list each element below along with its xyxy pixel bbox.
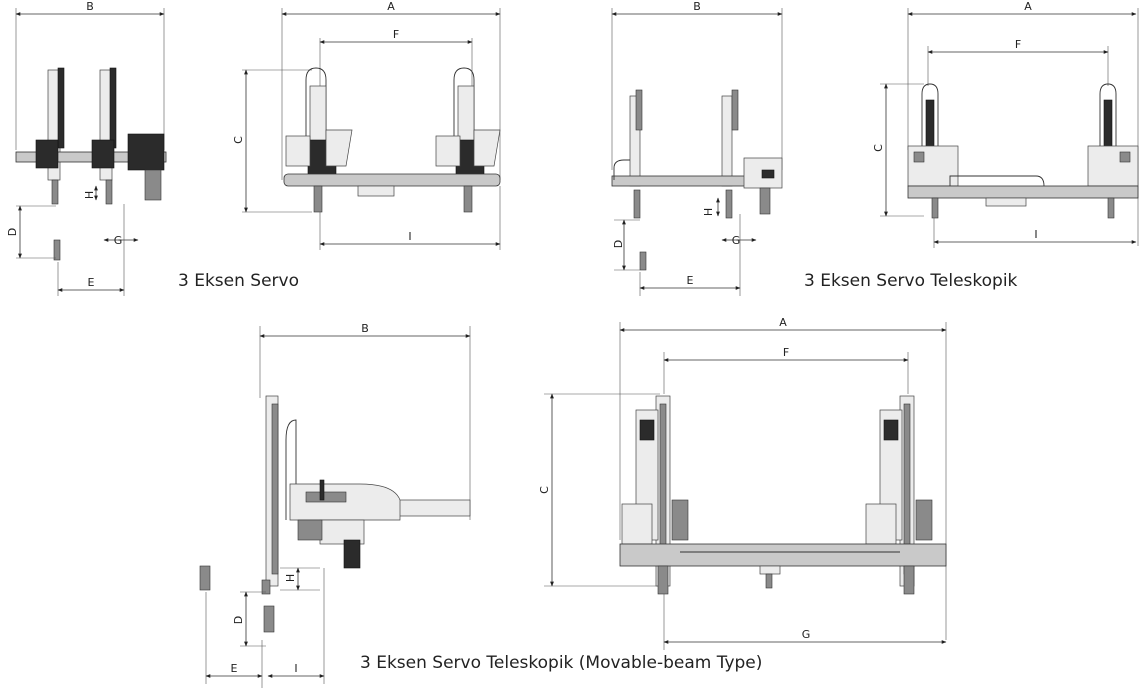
dim-label-f: F	[1015, 38, 1021, 51]
dim-label-d: D	[232, 616, 245, 624]
dim-label-a: A	[387, 0, 395, 13]
dim-label-b: B	[361, 322, 369, 335]
dim-label-b: B	[693, 0, 701, 13]
dim-label-e: E	[687, 274, 694, 287]
caption-servo: 3 Eksen Servo	[178, 271, 299, 291]
caption-movable-beam: 3 Eksen Servo Teleskopik (Movable-beam T…	[360, 653, 762, 673]
dim-label-d: D	[612, 240, 625, 248]
dim-label-a: A	[779, 316, 787, 329]
dim-label-c: C	[232, 136, 245, 144]
dim-label-i: I	[1034, 228, 1037, 241]
dim-label-c: C	[872, 144, 885, 152]
dim-label-e: E	[231, 662, 238, 675]
dim-label-f: F	[393, 28, 399, 41]
dim-label-c: C	[538, 486, 551, 494]
servo-side-view: B H D G E	[6, 0, 167, 296]
dim-label-h: H	[83, 191, 96, 199]
dim-label-g: G	[732, 234, 741, 247]
dim-label-i: I	[294, 662, 297, 675]
telescopic-side-view: B H D G E	[611, 0, 783, 296]
caption-telescopic: 3 Eksen Servo Teleskopik	[804, 271, 1018, 291]
servo-front-view: A F C I	[232, 0, 501, 250]
dim-label-a: A	[1024, 0, 1032, 13]
dim-label-h: H	[702, 208, 715, 216]
dim-label-h: H	[284, 574, 297, 582]
movable-beam-side-view: B H D E I	[199, 322, 471, 688]
dim-label-g: G	[114, 234, 123, 247]
dim-label-e: E	[88, 276, 95, 289]
dim-label-b: B	[86, 0, 94, 13]
dim-label-i: I	[408, 230, 411, 243]
dim-label-d: D	[6, 228, 19, 236]
dim-label-g: G	[802, 628, 811, 641]
dim-label-f: F	[783, 346, 789, 359]
movable-beam-front-view: A F C G	[538, 316, 947, 650]
telescopic-front-view: A F C I	[872, 0, 1139, 248]
